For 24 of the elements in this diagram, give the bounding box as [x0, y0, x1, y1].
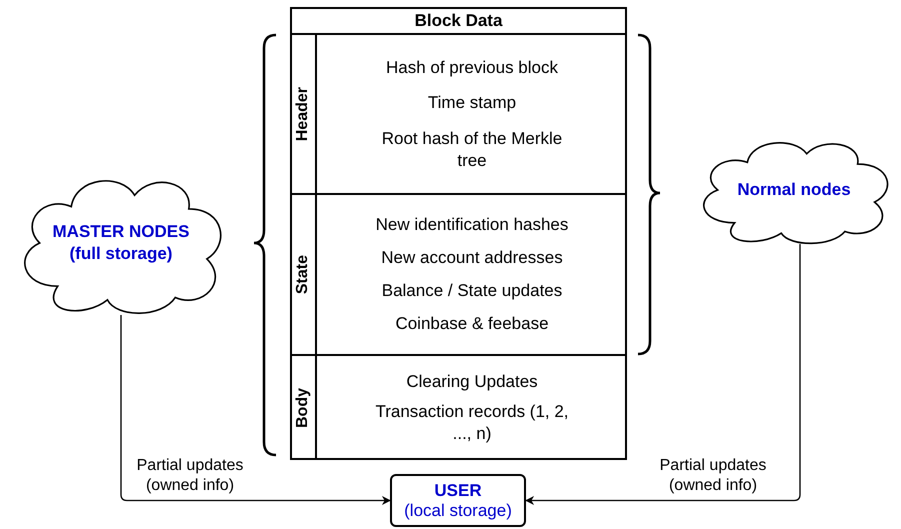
section-label: Header: [294, 86, 312, 142]
field-text: Root hash of the Merkle tree: [380, 128, 564, 172]
field-text: Time stamp: [428, 92, 516, 114]
field-text: New account addresses: [381, 247, 563, 269]
section-label: State: [294, 254, 312, 294]
section-label: Body: [294, 388, 312, 428]
user-title: USER: [434, 480, 482, 500]
field-text: Coinbase & feebase: [395, 313, 549, 335]
section-row: [290, 33, 627, 193]
field-text: Transaction records (1, 2, ..., n): [374, 400, 570, 445]
cloud-text: MASTER NODES (full storage): [52, 221, 190, 265]
field-text: New identification hashes: [376, 214, 568, 236]
field-text: Hash of previous block: [386, 56, 558, 78]
arrow: [120, 315, 391, 505]
user-box: [390, 474, 526, 527]
cloud-text: Normal nodes: [737, 179, 851, 201]
table-title: Block Data: [414, 10, 504, 32]
section-row: [290, 193, 627, 354]
user-subtitle: (local storage): [404, 500, 512, 520]
section-row: [290, 354, 627, 460]
arrow: [525, 244, 801, 505]
field-text: Clearing Updates: [406, 371, 538, 394]
block-data-table: [290, 7, 627, 460]
field-text: Balance / State updates: [382, 280, 562, 302]
